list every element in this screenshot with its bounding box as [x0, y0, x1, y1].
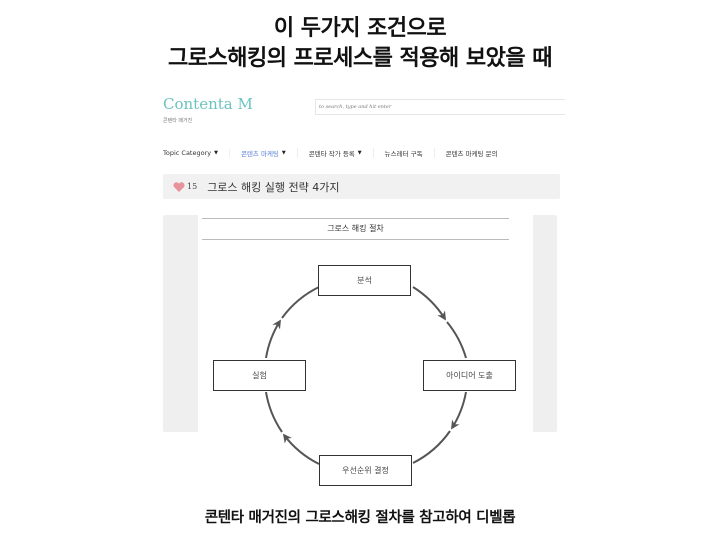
caret-down-icon: ▼ [214, 150, 218, 156]
nav-item-writer-registration[interactable]: 콘텐타 작가 등록 ▼ [309, 148, 374, 158]
arrow-ideation-to-prioritize [451, 391, 467, 430]
nav-item-newsletter[interactable]: 뉴스레터 구독 [385, 148, 435, 158]
arrow-prioritize-to-experiment [282, 433, 320, 465]
like-count: 15 [187, 182, 198, 191]
nav-item-label: Topic Category [163, 149, 212, 157]
nav-item-label: 콘텐타 작가 등록 [308, 150, 355, 158]
node-analysis: 분석 [318, 265, 411, 296]
cycle-arrows [265, 286, 467, 465]
slide-caption: 콘텐타 매거진의 그로스해킹 절차를 참고하여 디벨롭 [204, 510, 516, 526]
nav-item-marketing-inquiry[interactable]: 콘텐츠 마케팅 문의 [446, 148, 509, 158]
arrow-analysis-to-ideation [412, 286, 446, 321]
post-title: 그로스 해킹 실행 전략 4가지 [207, 180, 340, 194]
slide-title-line-2: 그로스해킹의 프로세스를 적용해 보았을 때 [168, 46, 552, 71]
site-logo[interactable]: Contenta M [163, 95, 253, 113]
caret-down-icon: ▼ [357, 150, 362, 156]
content-panel-right [533, 215, 557, 432]
growth-hacking-diagram: 그로스 해킹 절차 분석 아이디어 도출 우선순위 결정 실험 [198, 215, 533, 490]
site-logo-subtitle: 콘텐타 매거진 [163, 118, 193, 124]
website-screenshot: Contenta M 콘텐타 매거진 Topic Category ▼ 콘텐츠 … [160, 90, 570, 490]
nav-item-label: 뉴스레터 구독 [384, 150, 423, 158]
slide-title-line-1: 이 두가지 조건으로 [273, 16, 447, 41]
nav-item-topic-category[interactable]: Topic Category ▼ [163, 149, 230, 157]
slide-title: 이 두가지 조건으로 그로스해킹의 프로세스를 적용해 보았을 때 [0, 14, 720, 74]
post-header: 15 그로스 해킹 실행 전략 4가지 [163, 174, 560, 199]
heart-icon[interactable] [173, 181, 185, 192]
nav-item-label: 콘텐츠 마케팅 [240, 150, 279, 158]
nav-item-label: 콘텐츠 마케팅 문의 [445, 150, 498, 158]
caret-down-icon: ▼ [281, 150, 286, 156]
node-ideation: 아이디어 도출 [423, 360, 516, 391]
nav-item-content-marketing[interactable]: 콘텐츠 마케팅 ▼ [241, 148, 298, 158]
arrow-experiment-to-analysis [265, 319, 281, 359]
search-input[interactable] [315, 99, 565, 115]
main-nav: Topic Category ▼ 콘텐츠 마케팅 ▼ 콘텐타 작가 등록 ▼ 뉴… [163, 147, 520, 159]
node-experiment: 실험 [213, 360, 306, 391]
diagram-title: 그로스 해킹 절차 [202, 218, 509, 240]
content-panel-left [163, 215, 198, 432]
node-prioritization: 우선순위 결정 [319, 455, 412, 486]
